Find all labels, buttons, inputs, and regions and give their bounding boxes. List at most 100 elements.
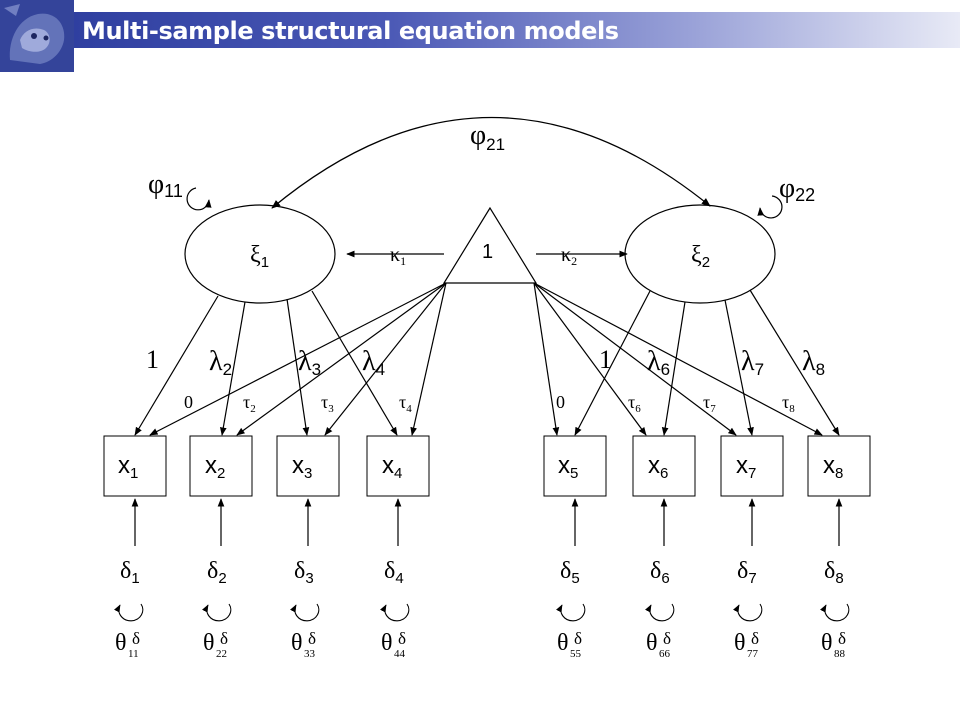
error-label-7: δ7 — [737, 558, 757, 587]
intercept-label-5: 0 — [556, 392, 565, 412]
indicator-box-8 — [807, 435, 871, 497]
intercept-arrow-6 — [533, 282, 647, 436]
error-label-3: δ3 — [294, 558, 314, 587]
indicator-box-6 — [632, 435, 696, 497]
svg-text:33: 33 — [304, 648, 316, 660]
error-variance-label-7: θ 77 δ — [734, 629, 759, 660]
indicator-label-4: x4 — [382, 452, 402, 482]
svg-text:δ: δ — [132, 629, 140, 648]
error-label-4: δ4 — [384, 558, 404, 587]
indicator-label-5: x5 — [558, 452, 578, 482]
intercept-label-3: τ3 — [321, 392, 334, 415]
svg-text:77: 77 — [747, 648, 759, 660]
svg-text:θ: θ — [115, 630, 127, 656]
svg-text:θ: θ — [291, 630, 303, 656]
error-variance-loop-8 — [820, 603, 850, 622]
error-label-6: δ6 — [650, 558, 670, 587]
latent-label-2: ξ2 — [691, 242, 710, 271]
svg-text:θ: θ — [821, 630, 833, 656]
error-variance-loop-4 — [380, 603, 410, 622]
svg-text:θ: θ — [203, 630, 215, 656]
intercept-arrow-5 — [533, 282, 560, 436]
indicator-label-2: x2 — [205, 452, 225, 482]
error-label-2: δ2 — [207, 558, 227, 587]
loading-label-2: λ2 — [209, 346, 232, 379]
error-variance-label-8: θ 88 δ — [821, 629, 846, 660]
error-variance-label-3: θ 33 δ — [291, 629, 316, 660]
loading-arrow-5 — [574, 290, 651, 436]
indicator-box-1 — [103, 435, 167, 497]
intercept-label-1: 0 — [184, 392, 193, 412]
intercept-arrow-8 — [533, 282, 823, 436]
svg-text:δ: δ — [574, 629, 582, 648]
svg-text:θ: θ — [646, 630, 658, 656]
svg-text:55: 55 — [570, 648, 582, 660]
error-label-8: δ8 — [824, 558, 844, 587]
svg-text:22: 22 — [216, 648, 227, 660]
loading-label-3: λ3 — [298, 346, 321, 379]
intercept-arrow-2 — [236, 282, 447, 436]
svg-text:δ: δ — [308, 629, 316, 648]
loading-label-4: λ4 — [362, 346, 385, 379]
latent-variance-loop-2 — [757, 195, 783, 219]
latent-variance-loop-1 — [186, 187, 212, 211]
loading-label-1: 1 — [146, 345, 159, 374]
title-bar — [74, 12, 960, 48]
svg-text:δ: δ — [751, 629, 759, 648]
indicator-box-5 — [543, 435, 607, 497]
constant-triangle — [442, 206, 538, 284]
slide-title: Multi-sample structural equation models — [82, 17, 619, 45]
svg-text:δ: δ — [838, 629, 846, 648]
error-variance-label-2: θ 22 δ — [203, 629, 228, 660]
svg-text:θ: θ — [381, 630, 393, 656]
loading-arrow-3 — [286, 298, 310, 436]
loading-arrow-4 — [311, 290, 398, 436]
error-label-1: δ1 — [120, 558, 140, 587]
loading-label-6: λ6 — [647, 346, 670, 379]
svg-text:δ: δ — [220, 629, 228, 648]
kappa-label-2: κ2 — [561, 244, 577, 268]
indicator-label-6: x6 — [648, 452, 668, 482]
indicator-label-7: x7 — [736, 452, 756, 482]
latent-variance-label-1: φ11 — [148, 169, 183, 201]
latent-xi1-ellipse — [184, 204, 336, 304]
error-variance-label-5: θ 55 δ — [557, 629, 582, 660]
intercept-label-6: τ6 — [628, 392, 641, 415]
loading-label-8: λ8 — [802, 346, 825, 379]
svg-text:δ: δ — [663, 629, 671, 648]
intercept-label-8: τ8 — [782, 392, 795, 415]
intercept-label-7: τ7 — [703, 392, 716, 415]
svg-text:θ: θ — [557, 630, 569, 656]
latent-label-1: ξ1 — [250, 242, 269, 271]
indicator-box-7 — [720, 435, 784, 497]
indicator-label-1: x1 — [118, 452, 138, 482]
indicator-label-3: x3 — [292, 452, 312, 482]
loading-arrow-6 — [661, 301, 686, 436]
error-variance-loop-2 — [202, 603, 232, 622]
indicator-box-2 — [189, 435, 253, 497]
intercept-arrow-7 — [533, 282, 737, 436]
latent-variance-label-2: φ22 — [779, 173, 815, 205]
error-variance-label-1: θ 11 δ — [115, 629, 140, 660]
svg-text:δ: δ — [398, 629, 406, 648]
indicator-box-3 — [276, 435, 340, 497]
svg-text:11: 11 — [128, 648, 139, 660]
loading-label-5: 1 — [599, 345, 612, 374]
indicator-label-8: x8 — [823, 452, 843, 482]
indicator-box-4 — [366, 435, 430, 497]
loading-label-7: λ7 — [741, 346, 764, 379]
error-variance-loop-5 — [556, 603, 586, 622]
error-label-5: δ5 — [560, 558, 580, 587]
covariance-label: φ21 — [470, 120, 505, 154]
svg-text:66: 66 — [659, 648, 671, 660]
svg-text:88: 88 — [834, 648, 846, 660]
error-variance-label-4: θ 44 δ — [381, 629, 406, 660]
covariance-arrow — [271, 116, 711, 209]
loading-arrow-2 — [219, 301, 246, 436]
kappa-label-1: κ1 — [390, 244, 406, 268]
error-variance-loop-6 — [645, 603, 675, 622]
error-variance-loop-7 — [733, 603, 763, 622]
loading-arrow-7 — [724, 299, 754, 436]
error-variance-label-6: θ 66 δ — [646, 629, 671, 660]
